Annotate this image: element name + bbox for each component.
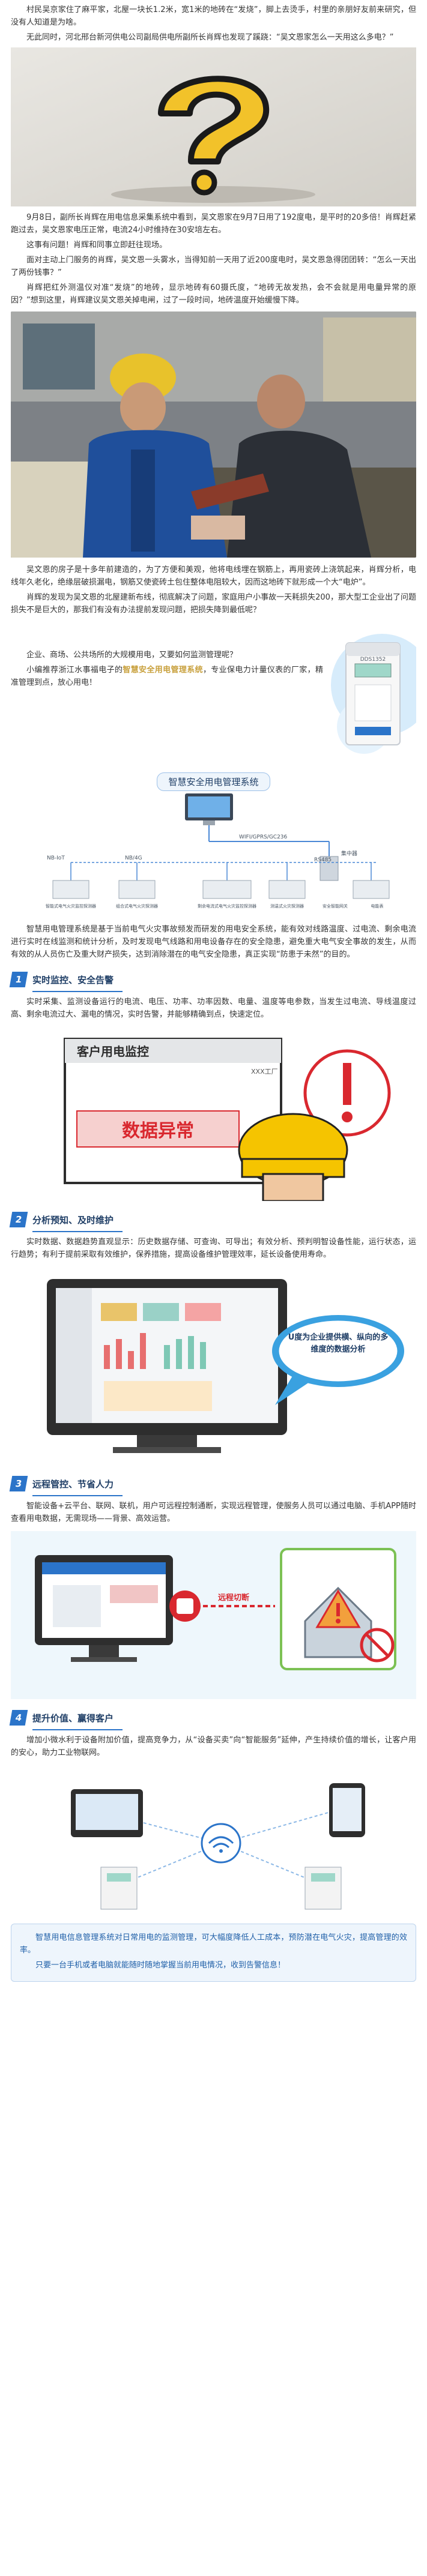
story-paragraph-2: 这事有问题！肖辉和同事立即赶往现场。 [26,241,168,250]
section-2-title: 分析预知、及时维护 [32,1214,114,1226]
workers-photo [11,311,416,558]
section-2-number: 2 [9,1212,28,1227]
diagram-device-2: 组合式电气火灾探测器 [116,903,158,909]
promo-suffix: ，专业保电力计量仪表的厂家，精准管理到点，放心用电！ [11,666,323,687]
diagram-device-1: 智能式电气火灾监控探测器 [46,903,96,909]
remote-control-illustration: 远程切断 [11,1531,416,1699]
footer-line-2: 只要一台手机或者电脑就能随时随地掌握当前用电情况，收到告警信息！ [35,1961,286,1970]
analysis-bubble: U度为企业提供横、纵向的多维度的数据分析 [288,1333,389,1354]
diagram-rs485-label: RS485 [314,857,332,863]
section-3-text: 智能设备+云平台、联网、联机，用户可远程控制通断，实现远程管理，使服务人员可以通… [11,1502,416,1523]
section-3-title: 远程管控、节省人力 [32,1478,114,1490]
iot-network-illustration [11,1765,416,1915]
section-1: 1 实时监控、安全告警 实时采集、监测设备运行的电流、电压、功率、功率因数、电量… [9,972,416,1201]
story-paragraph-5: 吴文恩的房子是十多年前建造的，为了方便和美观，他将电线埋在钢筋上，再用瓷砖上浇筑… [11,565,416,587]
diagram-device-3: 剩余电流式电气火灾监控探测器 [198,903,256,909]
system-description: 智慧用电管理系统是基于当前电气火灾事故频发而研发的用电安全系统，能有效对线路温度… [11,925,416,959]
story-paragraph-3: 面对主动上门服务的肖辉，吴文恩一头雾水，当得知前一天用了近200度电时，吴文恩急… [11,256,416,277]
footer-summary: 智慧用电信息管理系统对日常用电的监测管理，可大幅度降低人工成本，预防潜在电气火灾… [11,1924,416,1982]
diagram-device-6: 电能表 [371,903,384,909]
data-anomaly-alert: 数据异常 [122,1121,194,1142]
meter-model-label: DDS1352 [360,657,386,663]
system-diagram: 智慧安全用电管理系统 WIFI/GPRS/GC236 集中器 R [11,768,416,915]
scene-title: 客户用电监控 [76,1044,149,1059]
promo-highlight: 智慧安全用电管理系统 [123,666,203,675]
meter-image: DDS1352 [328,631,416,757]
article: 村民吴京家住了麻平家，北屋一块长1.2米，宽1米的地砖在“发烧”，脚上去烫手，村… [9,0,416,1982]
section-1-text: 实时采集、监测设备运行的电流、电压、功率、功率因数、电量、温度等电参数，当发生过… [11,998,416,1019]
scene-subtitle: XXX工厂 [251,1068,278,1076]
diagram-nb-mid-label: NB/4G [125,855,142,861]
story-paragraph-1: 9月8日，副所长肖辉在用电信息采集系统中看到，吴文恩家在9月7日用了192度电，… [11,213,416,235]
diagram-device-4: 测温式火灾探测器 [270,903,304,909]
section-2-text: 实时数据、数据趋势直观显示：历史数据存储、可查询、可导出；有效分析、预判明智设备… [11,1238,416,1259]
intro: 村民吴京家住了麻平家，北屋一块长1.2米，宽1米的地砖在“发烧”，脚上去烫手，村… [11,0,416,44]
section-2: 2 分析预知、及时维护 实时数据、数据趋势直观显示：历史数据存储、可查询、可导出… [9,1212,416,1465]
footer-line-1: 智慧用电信息管理系统对日常用电的监测管理，可大幅度降低人工成本，预防潜在电气火灾… [20,1933,407,1955]
story-paragraph-4: 肖辉把红外测温仪对准“发烧”的地砖，显示地砖有60摄氏度，“地砖无故发热，会不会… [11,283,416,305]
analysis-illustration: U度为企业提供横、纵向的多维度的数据分析 [11,1267,416,1465]
promo-line-1: 企业、商场、公共场所的大规模用电，又要如何监测管理呢？ [26,651,238,660]
section-3: 3 远程管控、节省人力 智能设备+云平台、联网、联机，用户可远程控制通断，实现远… [9,1476,416,1699]
promo-line-2: 小编推荐浙江水事福电子的智慧安全用电管理系统，专业保电力计量仪表的厂家，精准管理… [11,664,323,689]
diagram-device-5: 安全智能网关 [323,903,348,909]
section-4-text: 增加小微水利于设备附加价值，提高竞争力，从“设备买卖”向“智能服务”延伸，产生持… [11,1736,416,1757]
story-paragraph-6: 肖辉的发现为吴文恩的北屋建新布线，彻底解决了问题，家庭用户小事故一天耗损失200… [11,593,416,615]
promo-prefix: 小编推荐浙江水事福电子的 [26,666,123,675]
monitor-alert-illustration: 客户用电监控 XXX工厂 数据异常 [11,1027,416,1201]
intro-paragraph-1: 村民吴京家住了麻平家，北屋一块长1.2米，宽1米的地砖在“发烧”，脚上去烫手，村… [11,5,416,27]
section-4: 4 提升价值、赢得客户 增加小微水利于设备附加价值，提高竞争力，从“设备买卖”向… [9,1710,416,1915]
remote-cut-label: 远程切断 [218,1593,249,1602]
promo-block: 企业、商场、公共场所的大规模用电，又要如何监测管理呢？ 小编推荐浙江水事福电子的… [11,625,416,763]
diagram-collector-label: 集中器 [341,850,357,857]
story: 9月8日，副所长肖辉在用电信息采集系统中看到，吴文恩家在9月7日用了192度电，… [11,211,416,307]
section-3-number: 3 [9,1476,28,1491]
diagram-nb-left-label: NB-IoT [47,855,65,861]
section-4-title: 提升价值、赢得客户 [32,1712,114,1724]
story-continued: 吴文恩的房子是十多年前建造的，为了方便和美观，他将电线埋在钢筋上，再用瓷砖上浇筑… [11,564,416,616]
intro-paragraph-2: 无此同时，河北邢台新河供电公司副局供电所副所长肖辉也发现了蹊跷：“吴文恩家怎么一… [26,33,394,42]
diagram-wifi-label: WIFI/GPRS/GC236 [239,834,288,840]
section-1-number: 1 [9,972,28,987]
section-4-number: 4 [9,1710,28,1726]
question-mark-image [11,47,416,206]
section-1-title: 实时监控、安全告警 [32,974,114,986]
diagram-title: 智慧安全用电管理系统 [157,772,270,791]
